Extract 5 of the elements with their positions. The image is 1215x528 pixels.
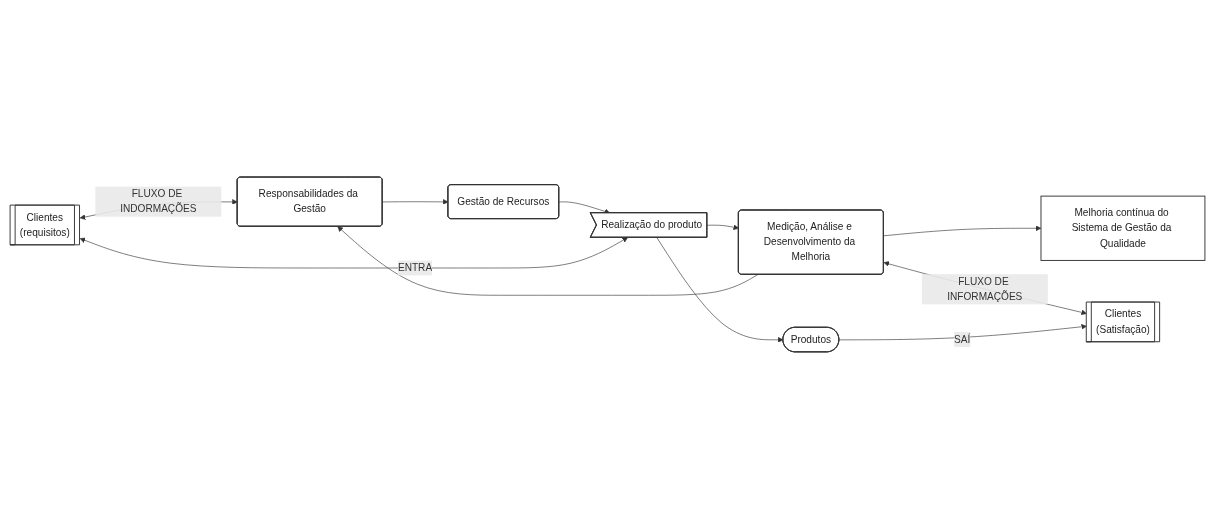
edge-label: FLUXO DE INFORMAÇÕES <box>947 275 1023 302</box>
edge-label: FLUXO DE INDORMAÇÕES <box>120 187 197 214</box>
edge-label: ENTRA <box>397 261 433 273</box>
edge-label: SAÍ <box>954 333 971 345</box>
node-box: Melhoria contínua do Sistema de Gestão da Qualidade <box>1040 195 1206 261</box>
